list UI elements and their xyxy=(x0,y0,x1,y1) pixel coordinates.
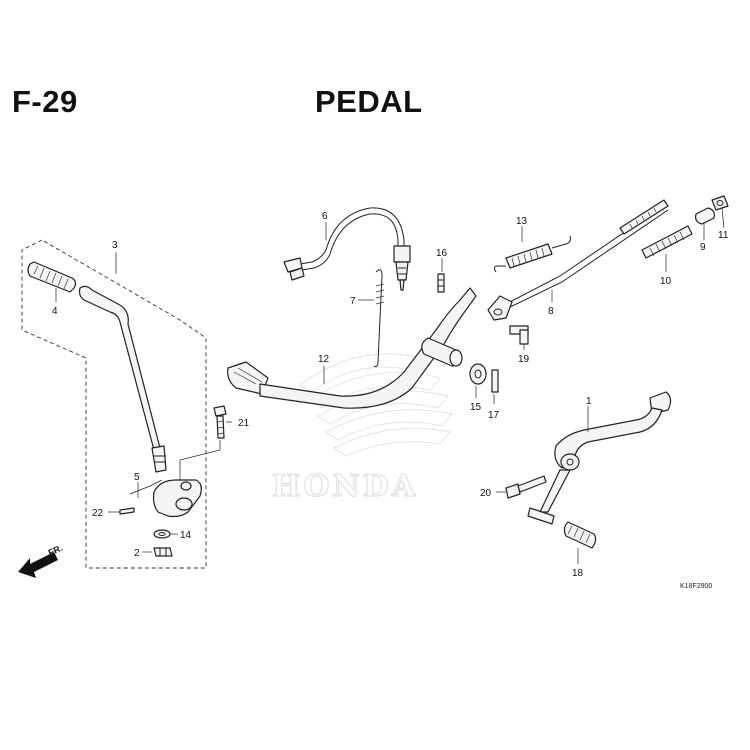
kick-rubber xyxy=(27,261,77,293)
brake-pedal xyxy=(227,287,477,409)
callout-10: 10 xyxy=(660,276,672,287)
bolt-21 xyxy=(179,405,227,480)
cotter-pin-17 xyxy=(491,369,499,393)
washer-15 xyxy=(469,363,487,385)
callout-12: 12 xyxy=(318,354,330,365)
honda-wing-watermark: HONDA xyxy=(271,353,453,505)
front-arrow-icon: FR. xyxy=(18,543,64,578)
callout-22: 22 xyxy=(92,508,104,519)
spring-13 xyxy=(493,235,571,273)
diagram-code: K18F2900 xyxy=(680,583,712,590)
gear-change-pedal xyxy=(527,391,672,525)
callout-6: 6 xyxy=(322,211,328,222)
callout-1: 1 xyxy=(586,396,592,407)
bolt-20 xyxy=(505,475,547,499)
figure-title: PEDAL xyxy=(315,84,423,119)
callout-17: 17 xyxy=(488,410,500,421)
callout-21: 21 xyxy=(238,418,250,429)
screw-22 xyxy=(119,507,135,515)
nut-11 xyxy=(711,195,729,211)
stop-switch xyxy=(283,207,411,291)
leader-lines xyxy=(55,207,725,564)
kick-arm xyxy=(78,285,167,473)
callout-18: 18 xyxy=(572,568,584,579)
callout-15: 15 xyxy=(470,402,482,413)
callout-11: 11 xyxy=(718,230,729,241)
callout-7: 7 xyxy=(350,296,356,307)
callout-5: 5 xyxy=(134,472,140,483)
spring-10 xyxy=(641,225,693,259)
callout-8: 8 xyxy=(548,306,554,317)
kick-assembly-outline xyxy=(21,239,207,569)
callout-2: 2 xyxy=(134,548,140,559)
callout-14: 14 xyxy=(180,530,192,541)
callout-19: 19 xyxy=(518,354,530,365)
brake-rod xyxy=(487,199,669,321)
callout-9: 9 xyxy=(700,242,706,253)
watermark-text: HONDA xyxy=(272,469,418,504)
pin-16 xyxy=(437,273,445,293)
callout-16: 16 xyxy=(436,248,448,259)
nut-2 xyxy=(153,547,173,557)
washer-14 xyxy=(153,529,171,539)
front-indicator: FR. xyxy=(47,543,64,558)
gear-pedal-rubber xyxy=(563,521,597,549)
callout-20: 20 xyxy=(480,488,492,499)
kick-boss xyxy=(129,479,202,518)
figure-code: F-29 xyxy=(12,84,78,119)
callout-3: 3 xyxy=(112,240,118,251)
callout-4: 4 xyxy=(52,306,58,317)
pin-19 xyxy=(509,325,529,345)
callout-13: 13 xyxy=(516,216,528,227)
callout-numbers: 1 2 3 4 5 6 7 8 9 10 11 12 13 14 15 16 1… xyxy=(52,211,729,579)
spring-7 xyxy=(373,269,385,367)
joint-9 xyxy=(695,207,715,225)
